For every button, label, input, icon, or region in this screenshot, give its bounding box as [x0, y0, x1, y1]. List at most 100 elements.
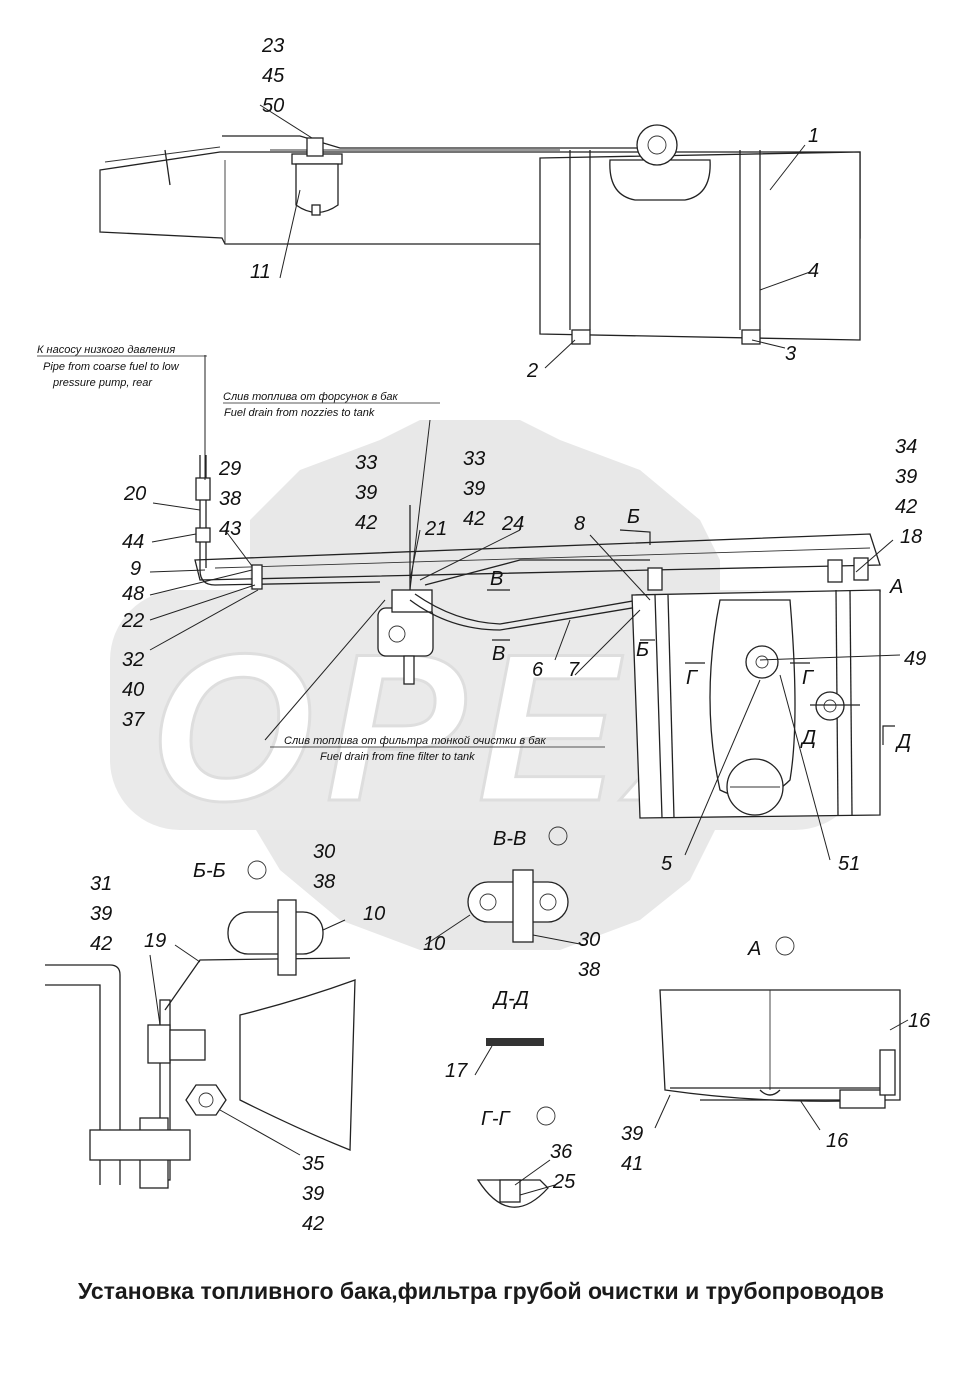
callout-48: 48	[122, 583, 144, 605]
callout-22: 22	[121, 610, 144, 632]
section-title-bb: Б-Б	[193, 860, 226, 882]
callout-19: 19	[144, 930, 166, 952]
callout-39-bb-bottom: 39	[302, 1183, 324, 1205]
cut-letter-b-top: Б	[627, 506, 640, 528]
callout-8: 8	[574, 513, 585, 535]
section-gg-detail	[476, 1179, 549, 1208]
section-bb-detail	[45, 899, 356, 1189]
section-vv-detail	[467, 869, 569, 943]
callout-42-right: 42	[463, 508, 485, 530]
callout-33-left: 33	[355, 452, 377, 474]
view-indicator-vv	[548, 826, 568, 846]
callout-5: 5	[661, 853, 673, 875]
callout-numbers: 23 45 50 1 11 4 2 3 29 38 43 20 44 9 48 …	[90, 35, 931, 1235]
section-dd-detail	[486, 1038, 544, 1046]
view-indicator-bb	[247, 860, 267, 880]
top-view	[99, 124, 861, 345]
fuel-tank-side	[631, 589, 881, 819]
note-filter-drain-en: Fuel drain from fine filter to tank	[320, 751, 475, 763]
callout-10-vv: 10	[423, 933, 445, 955]
cut-letter-v-top: В	[490, 568, 503, 590]
callout-39-topright: 39	[895, 466, 917, 488]
view-arrow-a-letter: А	[889, 576, 903, 598]
view-a-detail	[659, 989, 901, 1109]
callout-23: 23	[261, 35, 284, 57]
section-cut-letters: Б Б В В Г Г Д Д А	[490, 506, 911, 753]
fine-filter	[377, 589, 434, 685]
note-low-pressure-ru: К насосу низкого давления	[37, 344, 175, 356]
cut-letter-d-right: Д	[895, 731, 911, 753]
note-low-pressure-en-2: pressure pump, rear	[52, 377, 153, 389]
callout-3: 3	[785, 343, 796, 365]
annotation-notes: К насосу низкого давления Pipe from coar…	[37, 344, 605, 763]
callout-33-right: 33	[463, 448, 485, 470]
drawing-caption: Установка топливного бака,фильтра грубой…	[78, 1278, 885, 1304]
callout-30-bb: 30	[313, 841, 335, 863]
section-title-gg: Г-Г	[481, 1108, 512, 1130]
callout-9: 9	[130, 558, 141, 580]
callout-25: 25	[552, 1171, 576, 1193]
callout-39-right: 39	[463, 478, 485, 500]
note-low-pressure-en-1: Pipe from coarse fuel to low	[43, 361, 180, 373]
section-cut-marks	[487, 529, 895, 745]
section-title-a: А	[747, 938, 761, 960]
callout-34: 34	[895, 436, 917, 458]
callout-42-topright: 42	[895, 496, 917, 518]
callout-17: 17	[445, 1060, 468, 1082]
callout-32: 32	[122, 649, 144, 671]
callout-1: 1	[808, 125, 819, 147]
callout-18: 18	[900, 526, 922, 548]
view-indicator-a	[775, 936, 795, 956]
note-filter-drain-ru: Слив топлива от фильтра тонкой очистки в…	[284, 735, 546, 747]
callout-30-vv: 30	[578, 929, 600, 951]
section-title-vv: В-В	[493, 828, 526, 850]
fuel-tank-top	[539, 124, 861, 345]
cut-letter-g-left: Г	[686, 667, 699, 689]
section-title-dd: Д-Д	[492, 988, 529, 1010]
callout-31: 31	[90, 873, 112, 895]
callout-36: 36	[550, 1141, 573, 1163]
callout-45: 45	[262, 65, 285, 87]
callout-24: 24	[501, 513, 524, 535]
callout-40: 40	[122, 679, 144, 701]
callout-42-bb-bottom: 42	[302, 1213, 324, 1235]
callout-35: 35	[302, 1153, 325, 1175]
cut-letter-g-right: Г	[802, 667, 815, 689]
callout-50: 50	[262, 95, 284, 117]
note-nozzle-drain-ru: Слив топлива от форсунок в бак	[223, 391, 399, 403]
callout-42-bb-left: 42	[90, 933, 112, 955]
note-nozzle-drain-en: Fuel drain from nozzies to tank	[224, 407, 375, 419]
callout-16-bottom: 16	[826, 1130, 849, 1152]
callout-7: 7	[568, 659, 580, 681]
callout-43: 43	[219, 518, 241, 540]
cut-letter-d-left: Д	[800, 727, 816, 749]
callout-39-bb-left: 39	[90, 903, 112, 925]
callout-38-vv: 38	[578, 959, 600, 981]
callout-51: 51	[838, 853, 860, 875]
callout-21: 21	[424, 518, 447, 540]
leader-lines	[149, 104, 909, 1196]
view-indicator-gg	[536, 1106, 556, 1126]
callout-38-bb: 38	[313, 871, 335, 893]
callout-39-a: 39	[621, 1123, 643, 1145]
callout-29: 29	[218, 458, 241, 480]
callout-39-left: 39	[355, 482, 377, 504]
callout-4: 4	[808, 260, 819, 282]
callout-2: 2	[526, 360, 538, 382]
side-view	[194, 455, 881, 819]
callout-10-bb: 10	[363, 903, 385, 925]
cut-letter-v-bottom: В	[492, 643, 505, 665]
callout-11: 11	[250, 261, 271, 283]
callout-49: 49	[904, 648, 926, 670]
callout-16-side: 16	[908, 1010, 931, 1032]
cut-letter-b-bottom: Б	[636, 639, 649, 661]
callout-38: 38	[219, 488, 241, 510]
callout-37: 37	[122, 709, 145, 731]
callout-20: 20	[123, 483, 146, 505]
callout-6: 6	[532, 659, 544, 681]
callout-44: 44	[122, 531, 144, 553]
callout-42-left: 42	[355, 512, 377, 534]
callout-41: 41	[621, 1153, 643, 1175]
